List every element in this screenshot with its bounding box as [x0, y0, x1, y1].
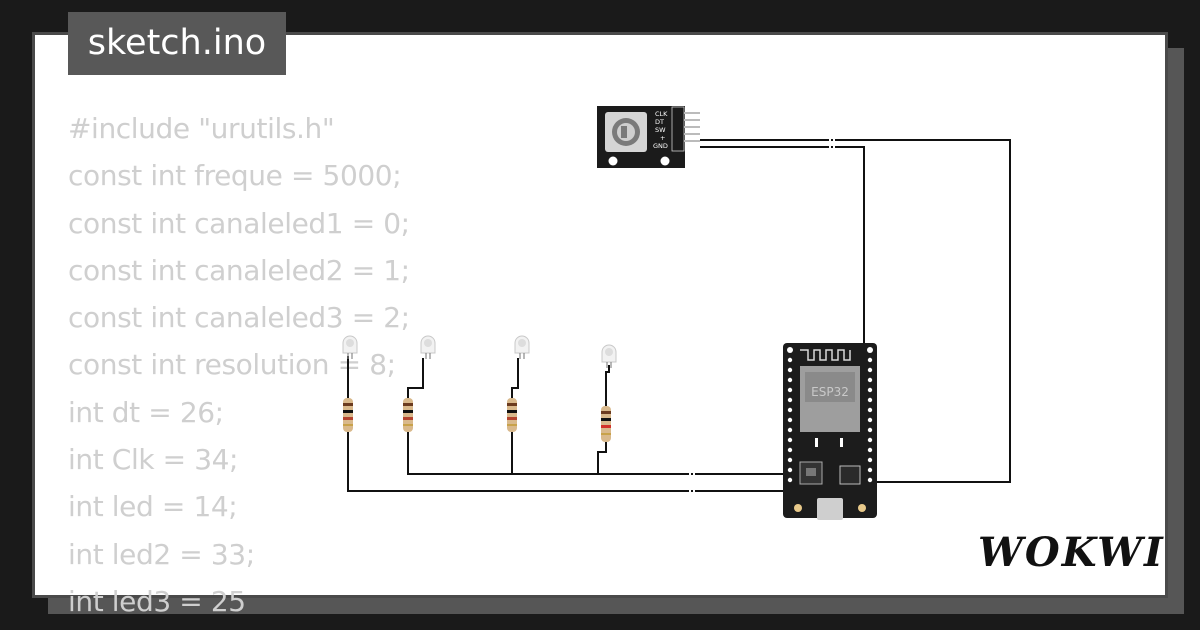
code-line: int Clk = 34;: [68, 443, 239, 477]
led-icon[interactable]: [514, 335, 530, 359]
encoder-pin-sw: SW: [655, 126, 666, 134]
code-line: const int canaleled2 = 1;: [68, 253, 410, 287]
code-line: int led2 = 33;: [68, 537, 255, 571]
code-line: const int canaleled1 = 0;: [68, 206, 410, 240]
wire-led2-up: [407, 358, 424, 398]
rotary-encoder-icon[interactable]: CLK DT SW + GND: [597, 106, 700, 168]
led-icon[interactable]: [420, 335, 436, 359]
code-line: const int canaleled3 = 2;: [68, 301, 410, 335]
resistor-icon[interactable]: [601, 406, 611, 442]
encoder-pin-plus: +: [660, 134, 665, 142]
encoder-pin-gnd: GND: [653, 142, 668, 150]
encoder-pin-dt: DT: [655, 118, 664, 126]
code-line: const int freque = 5000;: [68, 159, 402, 193]
led-icon[interactable]: [601, 344, 617, 368]
code-line: int led3 = 25: [68, 584, 246, 618]
wire-led1: [347, 430, 786, 492]
code-line: int led = 14;: [68, 490, 238, 524]
wire-led2: [407, 430, 786, 475]
file-name-tab[interactable]: sketch.ino: [68, 12, 286, 75]
wire-led4: [597, 440, 607, 474]
encoder-pin-clk: CLK: [655, 110, 668, 118]
wires: [347, 139, 1011, 492]
board-label: ESP32: [811, 385, 849, 399]
wire-encoder-right: [700, 139, 1011, 483]
code-line: const int resolution = 8;: [68, 348, 396, 382]
wire-gaps: [689, 137, 835, 495]
led-icon[interactable]: [342, 335, 358, 359]
esp32-board-icon[interactable]: ESP32: [783, 343, 877, 520]
code-line: #include "urutils.h": [68, 112, 335, 145]
code-line: int dt = 26;: [68, 395, 224, 429]
wokwi-logo: WOKWI: [978, 529, 1163, 576]
resistor-icon[interactable]: [343, 398, 353, 432]
wire-led3-up: [511, 358, 519, 398]
resistor-icon[interactable]: [507, 398, 517, 432]
wire-encoder-board: [700, 146, 865, 345]
code-preview: #include "urutils.h" const int freque = 5…: [68, 105, 410, 625]
wire-led4-up: [605, 365, 610, 408]
resistor-icon[interactable]: [403, 398, 413, 432]
brand-name: WOKWI: [978, 529, 1165, 576]
